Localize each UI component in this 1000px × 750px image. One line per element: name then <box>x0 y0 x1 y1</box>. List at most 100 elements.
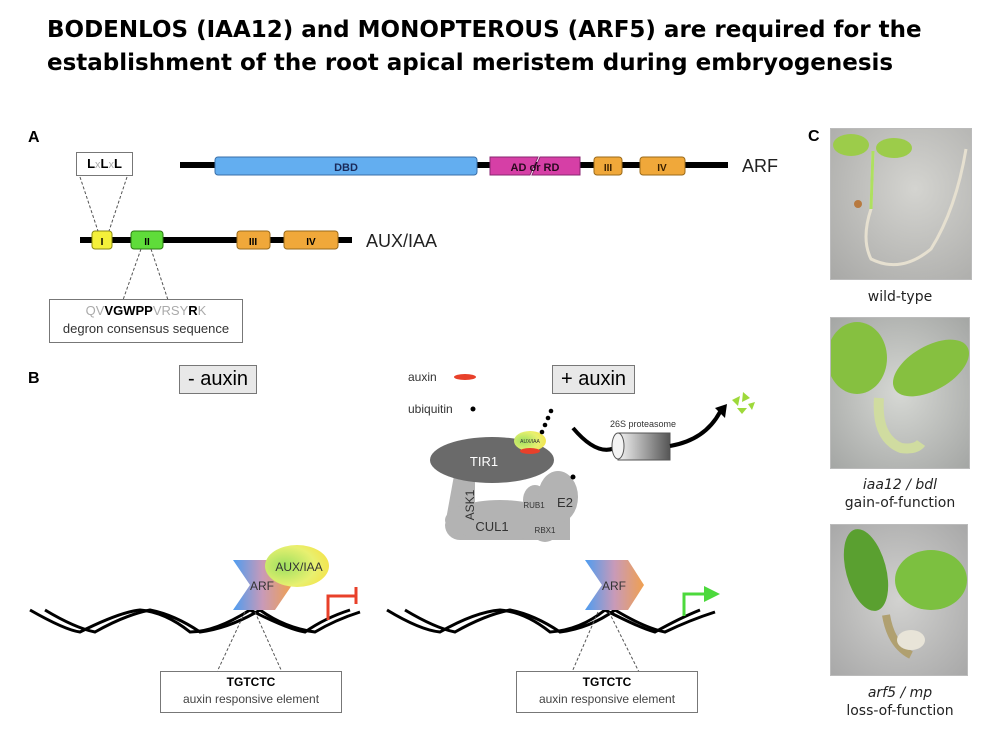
motif-x2: x <box>108 159 114 171</box>
auxiaa-domain-iv <box>283 230 339 250</box>
mp-photo <box>830 524 968 676</box>
wild-type-photo <box>830 128 972 280</box>
motif-l2: L <box>100 156 109 171</box>
bdl-genotype: iaa12 / bdl <box>862 477 938 493</box>
ubiquitin-chain-dot <box>548 408 554 414</box>
proteasome-cylinder <box>617 432 671 461</box>
degron-seq-part: K <box>197 303 207 318</box>
dna-right <box>386 608 716 634</box>
arf-domain-iii <box>593 156 623 176</box>
wild-type-caption: wild-type <box>867 289 933 305</box>
page-title: BODENLOS (IAA12) and MONOPTEROUS (ARF5) … <box>47 17 922 76</box>
dna-strand <box>44 608 361 634</box>
degron-sequence: QVVGWPPVRSYRK <box>50 302 242 320</box>
ubiquitin-dot <box>570 474 576 480</box>
rub1-label: RUB1 <box>523 501 545 510</box>
degron-seq-part: VGWPP <box>104 303 153 318</box>
auxiaa-domain-ii-label: II <box>144 237 150 248</box>
degron-seq-part: VRSY <box>152 303 189 318</box>
peptide-fragment <box>732 396 740 406</box>
e2-label: E2 <box>557 495 573 510</box>
are-caption: auxin responsive element <box>182 692 320 706</box>
bdl-caption: iaa12 / bdl gain-of-function <box>830 476 970 512</box>
are-sequence: TGTCTC <box>226 675 276 689</box>
arf-domain-dbd <box>214 156 478 176</box>
lxlxl-motif-box: LxLxL <box>76 152 133 176</box>
arf-domain-dbd-label: DBD <box>334 162 358 174</box>
ubiquitin-chain-dot <box>545 415 551 421</box>
panel-label-b: B <box>28 370 40 387</box>
panel-label-c: C <box>808 128 820 145</box>
degron-caption: degron consensus sequence <box>62 321 230 336</box>
arf-domain-rd <box>531 156 581 176</box>
auxiaa-domain-i-label: I <box>101 237 104 248</box>
degron-box: QVVGWPPVRSYRK degron consensus sequence <box>49 299 243 343</box>
auxin-bound <box>520 448 540 454</box>
are-connector <box>254 611 283 673</box>
peptide-fragment <box>737 408 747 414</box>
are-connector <box>216 611 246 673</box>
degron-connector-left <box>122 248 142 301</box>
degradation-arrow-out <box>669 411 722 448</box>
repression-icon <box>326 594 356 620</box>
are-box-right: TGTCTC auxin responsive element <box>516 671 698 713</box>
arf-domain-iv <box>639 156 686 176</box>
auxiaa-domain-iii-label: III <box>249 237 258 248</box>
motif-x1: x <box>95 159 101 171</box>
are-caption: auxin responsive element <box>538 692 676 706</box>
proteasome-label: 26S proteasome <box>610 419 676 429</box>
auxiaa-small-label: AUX/IAA <box>520 439 540 445</box>
auxiaa-domain-iv-label: IV <box>306 237 316 248</box>
degron-seq-part: R <box>188 303 198 318</box>
arf-domain-iv-label: IV <box>657 163 667 174</box>
scf-complex: TIR1 ASK1 CUL1 RUB1 E2 RBX1 AUX/IAA <box>430 408 578 542</box>
motif-connector-right <box>108 176 128 232</box>
rbx1-label: RBX1 <box>535 526 556 535</box>
panel-a-diagram: DBD AD or RD III IV ARF I II III IV AUX/… <box>79 156 778 301</box>
motif-connector-left <box>79 176 99 232</box>
auxin-legend-icon <box>454 374 476 380</box>
seedling-mp-icon <box>843 529 967 659</box>
bdl-phenotype: gain-of-function <box>844 495 956 511</box>
dna-strand <box>29 608 351 634</box>
activation-icon <box>682 592 705 616</box>
legend-auxin-label: auxin <box>408 370 437 384</box>
seedling-bdl-icon <box>831 322 969 454</box>
dna-strand <box>404 608 716 634</box>
seedling-wt-icon <box>833 134 968 267</box>
are-box-left: TGTCTC auxin responsive element <box>160 671 342 713</box>
cul1-label: CUL1 <box>475 519 508 534</box>
arf-domain-ad <box>489 156 539 176</box>
ubiquitin-chain-dot <box>539 429 545 435</box>
bdl-photo <box>830 317 970 469</box>
are-connector <box>571 611 599 673</box>
peptide-fragment <box>742 392 750 402</box>
plus-auxin-label: + auxin <box>552 365 636 394</box>
auxiaa-label: AUX/IAA <box>275 560 322 574</box>
dna-strand <box>386 608 701 634</box>
auxiaa-protein <box>265 545 329 587</box>
are-sequence: TGTCTC <box>582 675 632 689</box>
arf-protein-label: ARF <box>742 156 778 176</box>
panel-label-a: A <box>28 129 40 146</box>
peptide-fragment <box>748 402 755 410</box>
panel-b-diagram: auxin ubiquitin TIR1 ASK1 CUL1 RUB1 E2 R… <box>29 370 755 673</box>
arf-domain-ad-rd-label: AD or RD <box>511 162 560 174</box>
auxiaa-bound-tir1 <box>514 431 546 451</box>
mp-caption: arf5 / mp loss-of-function <box>830 684 970 720</box>
legend-ubiquitin-label: ubiquitin <box>408 402 453 416</box>
degron-connector-right <box>150 248 169 301</box>
are-connector <box>608 611 640 673</box>
arrow-head-icon <box>715 404 727 418</box>
ask1-label: ASK1 <box>463 489 477 520</box>
rbx1-shape <box>531 514 559 542</box>
activation-arrow-icon <box>704 586 720 602</box>
degron-seq-part: QV <box>85 303 105 318</box>
mp-phenotype: loss-of-function <box>846 703 954 719</box>
dna-left <box>29 608 361 634</box>
proteasome-opening <box>611 432 625 460</box>
mp-genotype: arf5 / mp <box>867 685 933 701</box>
arf-protein-right <box>585 560 644 610</box>
motif-l1: L <box>87 156 96 171</box>
arf-right-label: ARF <box>602 579 626 593</box>
